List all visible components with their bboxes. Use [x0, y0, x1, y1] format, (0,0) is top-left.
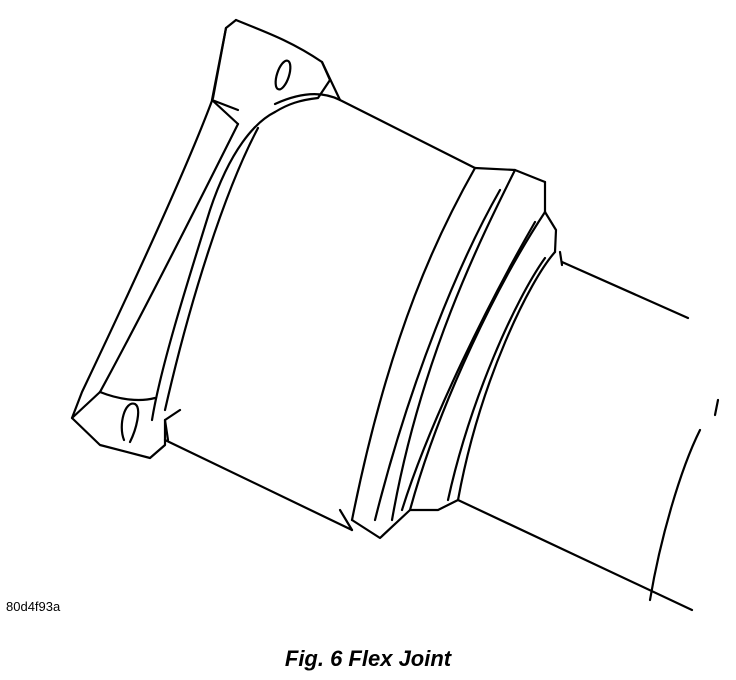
driveshaft-tube	[456, 260, 720, 612]
flange-bolt-slot-lower	[120, 402, 140, 444]
joint-body	[150, 60, 477, 532]
flange-bolt-slot-upper	[274, 59, 292, 91]
figure-reference-code: 80d4f93a	[6, 599, 61, 614]
collar-ring-inner	[446, 250, 564, 502]
collar-ring-outer	[350, 166, 547, 540]
collar-ring-middle	[400, 210, 558, 512]
flange	[70, 18, 332, 460]
figure-caption: Fig. 6 Flex Joint	[284, 646, 452, 671]
